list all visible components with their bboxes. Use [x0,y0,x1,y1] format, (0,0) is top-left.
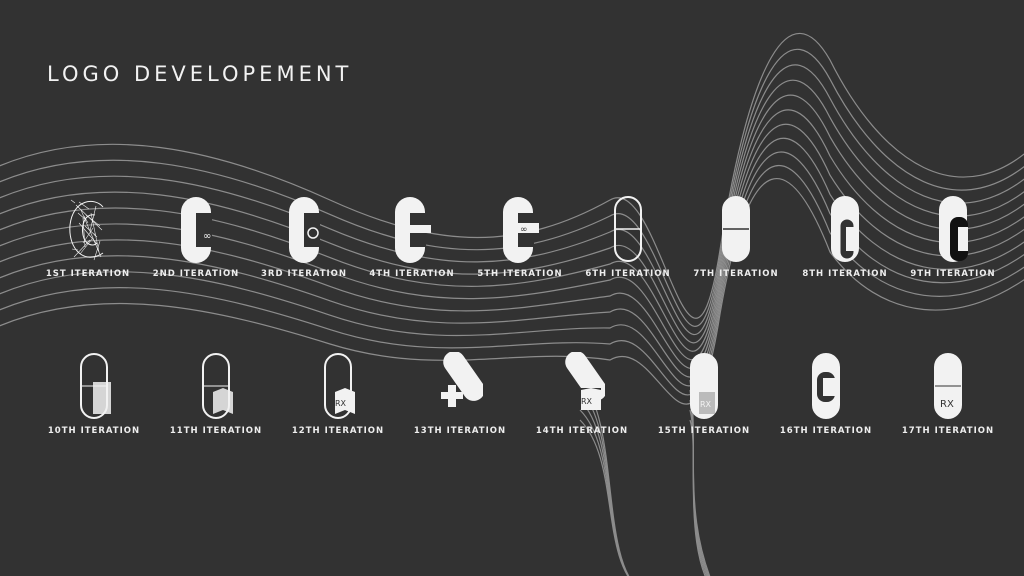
c-location-pin-icon [289,197,320,263]
wave-line [0,48,1024,327]
c-plus-icon [395,197,431,263]
iteration-item: ∞ 5TH ITERATION [465,195,575,279]
pill-c-overlap-icon [831,196,859,262]
polygon-c-icon [69,199,104,261]
wave-line [0,64,1024,335]
wave-line [0,109,1024,361]
iteration-label: 10TH ITERATION [47,426,141,436]
iteration-label: 1ST ITERATION [45,269,131,279]
wave-line [0,137,1024,378]
pill-c-cutout-icon [812,353,840,419]
tilted-pill-plus-icon [441,352,483,407]
iteration-item: 11TH ITERATION [161,352,271,436]
iteration-item: 8TH ITERATION [790,195,900,279]
iteration-label: 3RD ITERATION [260,269,347,279]
iteration-label: 9TH ITERATION [910,269,996,279]
iteration-label: 11TH ITERATION [169,426,263,436]
iteration-item: 6TH ITERATION [573,195,683,279]
iteration-item: 1ST ITERATION [33,195,143,279]
iteration-item: 9TH ITERATION [898,195,1008,279]
iteration-label: 16TH ITERATION [779,426,873,436]
iteration-item: 3RD ITERATION [249,195,359,279]
pill-solid-icon [722,196,750,262]
svg-text:RX: RX [940,399,954,410]
svg-text:∞: ∞ [520,225,528,235]
wave-line [0,32,1024,319]
wave-line [0,178,1024,405]
wave-line [0,79,1024,344]
pill-document-icon [80,353,111,419]
iteration-item: 4TH ITERATION [357,195,467,279]
iteration-label: 14TH ITERATION [535,426,629,436]
iteration-item: 7TH ITERATION [681,195,791,279]
svg-text:∞: ∞ [203,231,211,242]
iteration-label: 4TH ITERATION [369,269,455,279]
iteration-item: RX 17TH ITERATION [893,352,1003,436]
pill-rx-book-icon: RX [324,353,355,419]
tilted-pill-rx-icon: RX [565,352,605,410]
c-infinity-icon: ∞ [181,197,212,263]
iteration-label: 17TH ITERATION [901,426,995,436]
pill-c-black-icon [939,196,968,262]
iteration-label: 2ND ITERATION [152,269,240,279]
page-title: LOGO DEVELOPEMENT [47,62,353,86]
iteration-label: 15TH ITERATION [657,426,751,436]
wave-line [0,94,1024,352]
iteration-label: 8TH ITERATION [802,269,888,279]
iteration-item: 16TH ITERATION [771,352,881,436]
pill-rx-icon: RX [934,353,962,419]
iteration-label: 7TH ITERATION [693,269,779,279]
iteration-item: RX 15TH ITERATION [649,352,759,436]
wave-line [0,123,1024,369]
iteration-label: 5TH ITERATION [477,269,563,279]
iteration-item: 13TH ITERATION [405,352,515,436]
svg-text:RX: RX [700,400,712,409]
c-plus-infinity-icon: ∞ [503,197,539,263]
pill-open-book-icon [202,353,233,419]
pill-outline-icon [614,196,642,262]
iteration-label: 12TH ITERATION [291,426,385,436]
iteration-item: RX 12TH ITERATION [283,352,393,436]
iteration-label: 13TH ITERATION [413,426,507,436]
svg-text:RX: RX [581,397,593,406]
pill-rx-solid-icon: RX [690,353,718,419]
iteration-item: ∞ 2ND ITERATION [141,195,251,279]
iteration-label: 6TH ITERATION [585,269,671,279]
iteration-item: RX 14TH ITERATION [527,352,637,436]
iteration-item: 10TH ITERATION [39,352,149,436]
svg-text:RX: RX [335,399,347,408]
